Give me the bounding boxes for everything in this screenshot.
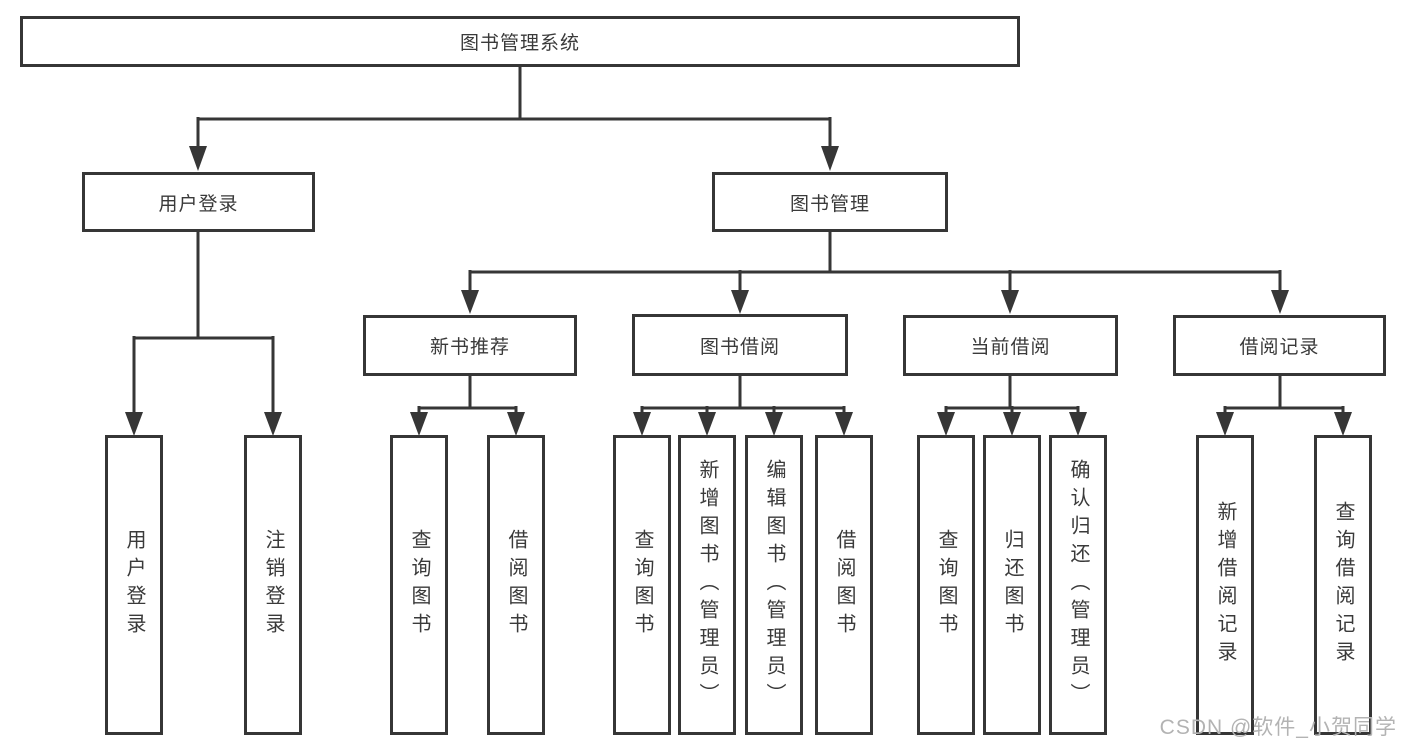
leaf-add-books-admin-label: 新增图书（管理员） (696, 459, 718, 711)
node-root-label: 图书管理系统 (459, 33, 580, 54)
edge-current-borrow-to-leaves (944, 376, 1080, 414)
leaf-add-books-admin: 新增图书（管理员） (678, 435, 736, 735)
leaf-query-borrow-record-label: 查询借阅记录 (1332, 501, 1354, 669)
leaf-borrow-books-recommend: 借阅图书 (487, 435, 545, 735)
leaf-user-login: 用户登录 (105, 435, 163, 735)
edge-borrow-records-to-leaves (1223, 376, 1345, 414)
leaf-add-borrow-record: 新增借阅记录 (1196, 435, 1254, 735)
leaf-return-books-label: 归还图书 (1001, 529, 1023, 641)
arrowheads (125, 146, 1352, 436)
node-user-login-label: 用户登录 (158, 193, 239, 215)
leaf-user-login-label: 用户登录 (123, 529, 145, 641)
leaf-borrow-books: 借阅图书 (815, 435, 873, 735)
leaf-query-books-borrow: 查询图书 (613, 435, 671, 735)
node-new-book-recommendation: 新书推荐 (363, 315, 577, 376)
leaf-borrow-books-label: 借阅图书 (833, 529, 855, 641)
edge-root-to-level2 (196, 67, 832, 150)
leaf-query-books-current: 查询图书 (917, 435, 975, 735)
leaf-confirm-return-admin-label: 确认归还（管理员） (1067, 459, 1089, 711)
leaf-edit-books-admin-label: 编辑图书（管理员） (763, 459, 785, 711)
leaf-borrow-books-recommend-label: 借阅图书 (505, 529, 527, 641)
node-book-management-label: 图书管理 (789, 193, 870, 215)
leaf-add-borrow-record-label: 新增借阅记录 (1214, 501, 1236, 669)
node-borrowing-records-label: 借阅记录 (1239, 337, 1320, 358)
leaf-query-books-borrow-label: 查询图书 (631, 529, 653, 641)
node-book-management: 图书管理 (712, 172, 948, 232)
node-root: 图书管理系统 (20, 16, 1020, 67)
node-borrowing-records: 借阅记录 (1173, 315, 1386, 376)
edge-book-borrow-to-leaves (640, 376, 846, 414)
node-new-book-recommendation-label: 新书推荐 (429, 337, 510, 358)
leaf-return-books: 归还图书 (983, 435, 1041, 735)
leaf-logout: 注销登录 (244, 435, 302, 735)
node-current-borrowing: 当前借阅 (903, 315, 1118, 376)
leaf-query-books-current-label: 查询图书 (935, 529, 957, 641)
leaf-confirm-return-admin: 确认归还（管理员） (1049, 435, 1107, 735)
edge-new-book-rec-to-leaves (417, 376, 518, 414)
node-current-borrowing-label: 当前借阅 (970, 337, 1051, 358)
csdn-watermark: CSDN @软件_小贺同学 (1159, 716, 1397, 739)
node-book-borrowing: 图书借阅 (632, 314, 848, 376)
node-user-login: 用户登录 (82, 172, 315, 232)
node-book-borrowing-label: 图书借阅 (699, 336, 780, 358)
leaf-edit-books-admin: 编辑图书（管理员） (745, 435, 803, 735)
leaf-query-books-recommend-label: 查询图书 (408, 529, 430, 641)
leaf-query-books-recommend: 查询图书 (390, 435, 448, 735)
leaf-query-borrow-record: 查询借阅记录 (1314, 435, 1372, 735)
edge-book-management-to-level3 (468, 232, 1282, 294)
leaf-logout-label: 注销登录 (262, 529, 284, 641)
edge-user-login-to-leaves (132, 232, 275, 412)
